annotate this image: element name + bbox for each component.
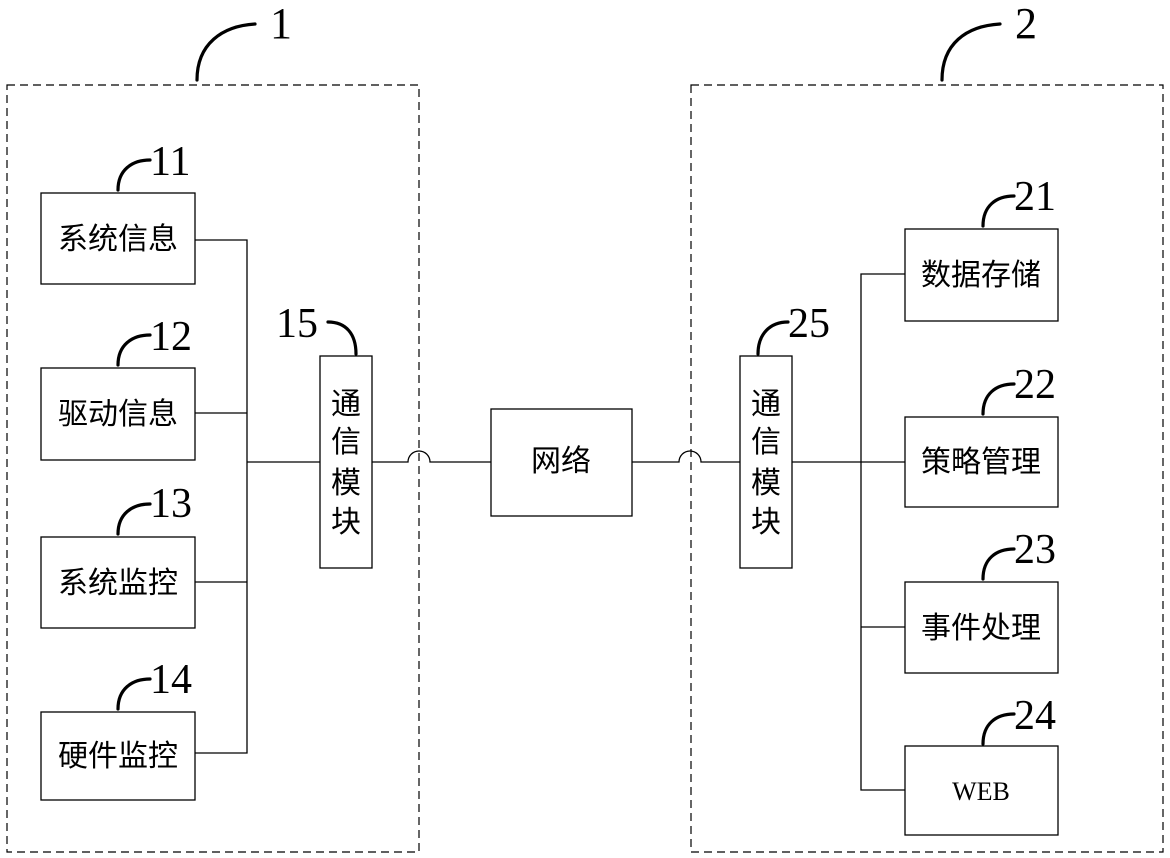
group-1-container xyxy=(6,84,420,853)
module-24-box xyxy=(904,745,1059,836)
module-22-number: 22 xyxy=(1014,362,1056,408)
module-21-label: 数据存储 xyxy=(921,258,1041,293)
right-network-link xyxy=(632,450,740,463)
comm-15-char-2: 信 xyxy=(331,425,361,460)
module-24-label: WEB xyxy=(952,777,1010,806)
group-1-leader xyxy=(195,22,257,82)
module-12-leader xyxy=(116,333,152,367)
module-13-number: 13 xyxy=(150,481,192,527)
module-23-label: 事件处理 xyxy=(921,611,1041,646)
module-12-box xyxy=(40,367,196,461)
comm-15-char-1: 通 xyxy=(331,387,361,422)
module-12-label: 驱动信息 xyxy=(58,397,178,432)
module-13-leader xyxy=(116,502,152,536)
comm-15-char-3: 模 xyxy=(331,466,361,501)
module-24-leader xyxy=(981,712,1016,746)
comm-25-box xyxy=(739,355,793,569)
comm-25-char-2: 信 xyxy=(751,425,781,460)
right-bus-wires xyxy=(792,273,905,791)
module-14-label: 硬件监控 xyxy=(58,739,178,774)
group-2-leader xyxy=(940,22,1002,82)
module-21-leader xyxy=(981,194,1016,228)
left-network-link xyxy=(372,450,491,463)
comm-25-leader xyxy=(756,320,790,356)
module-22-label: 策略管理 xyxy=(921,445,1041,480)
group-2-container xyxy=(690,84,1164,853)
module-14-leader xyxy=(116,677,152,711)
comm-25-char-3: 模 xyxy=(751,466,781,501)
comm-25-number: 25 xyxy=(788,301,830,347)
module-14-box xyxy=(40,711,196,801)
left-bus-wires xyxy=(195,239,320,754)
module-21-box xyxy=(904,228,1059,322)
comm-15-box xyxy=(319,355,373,569)
module-22-leader xyxy=(981,382,1016,416)
module-22-box xyxy=(904,416,1059,508)
module-11-box xyxy=(40,192,196,285)
module-13-label: 系统监控 xyxy=(58,566,178,601)
module-13-box xyxy=(40,536,196,629)
module-23-number: 23 xyxy=(1014,527,1056,573)
network-box xyxy=(490,408,633,517)
module-21-number: 21 xyxy=(1014,174,1056,220)
module-23-box xyxy=(904,581,1059,674)
module-14-number: 14 xyxy=(150,657,192,703)
group-2-number: 2 xyxy=(1015,0,1037,48)
module-24-number: 24 xyxy=(1014,693,1056,739)
comm-25-char-1: 通 xyxy=(751,387,781,422)
module-12-number: 12 xyxy=(150,314,192,360)
module-11-leader xyxy=(116,158,152,192)
network-label: 网络 xyxy=(531,444,591,479)
comm-25-char-4: 块 xyxy=(751,505,781,540)
comm-15-number: 15 xyxy=(276,301,318,347)
comm-15-char-4: 块 xyxy=(331,505,361,540)
module-11-number: 11 xyxy=(150,139,190,185)
group-1-number: 1 xyxy=(270,0,292,48)
comm-15-leader xyxy=(326,320,358,356)
module-11-label: 系统信息 xyxy=(58,222,178,257)
module-23-leader xyxy=(981,547,1016,581)
